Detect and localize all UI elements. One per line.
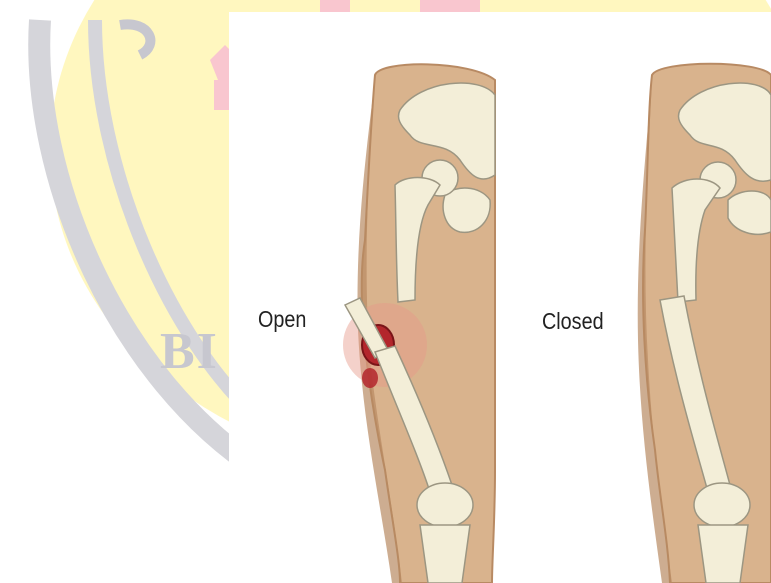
closed-fracture-label: Closed <box>542 308 604 335</box>
closed-fracture-leg <box>638 64 771 583</box>
closed-knee-condyle <box>694 483 750 527</box>
open-knee-condyle <box>417 483 473 527</box>
closed-tibia <box>698 525 748 583</box>
open-wound-lower <box>362 368 378 388</box>
open-fracture-label: Open <box>258 306 306 333</box>
open-tibia <box>420 525 470 583</box>
open-fracture-leg <box>343 64 495 583</box>
